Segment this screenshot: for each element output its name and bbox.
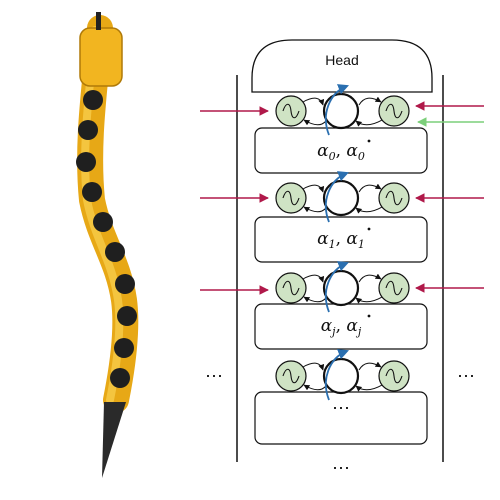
inter-segment-coupling-arrow: [325, 261, 350, 313]
coupling-arrow: [302, 274, 325, 283]
coupling-arrow: [302, 97, 325, 106]
sine-wave-icon: [282, 280, 300, 296]
inter-segment-coupling-arrow: [325, 349, 350, 401]
sine-wave-icon: [385, 190, 403, 206]
coupling-arrow: [302, 184, 325, 193]
coupling-arrow: [303, 384, 327, 391]
coupling-arrow: [303, 119, 327, 126]
module-label-j: αj, αj: [321, 316, 362, 338]
head-label: Head: [325, 52, 358, 68]
coupling-arrow: [303, 296, 327, 303]
sine-wave-icon: [385, 368, 403, 384]
joint-motor: [76, 152, 96, 172]
coupling-arrow: [358, 183, 382, 193]
coupling-arrow: [358, 96, 382, 106]
robot-tail-spike: [102, 402, 126, 478]
joint-motor: [114, 338, 134, 358]
coupling-arrow: [355, 206, 383, 214]
derivative-dot: [367, 227, 371, 231]
joint-motor: [78, 120, 98, 140]
head-shape: [251, 39, 433, 93]
coupling-arrow: [303, 206, 327, 213]
coupling-arrow: [355, 384, 383, 392]
joint-motor: [105, 242, 125, 262]
joint-circle: [322, 179, 360, 217]
right-ellipsis: ⋯: [457, 366, 475, 387]
snake-robot-illustration: [76, 12, 139, 478]
input-arrows: [200, 101, 484, 295]
joint-circle: [322, 269, 360, 307]
joint-motor: [117, 306, 137, 326]
module-label-0: α0, α0: [317, 141, 365, 163]
sine-wave-icon: [282, 190, 300, 206]
joint-motor: [82, 182, 102, 202]
coupling-arrow: [355, 119, 383, 127]
sine-wave-icon: [282, 368, 300, 384]
joint-circle: [322, 357, 360, 395]
derivative-dots: [367, 139, 371, 318]
sine-wave-icon: [385, 280, 403, 296]
coupling-arrow: [302, 362, 325, 371]
derivative-dot: [367, 314, 371, 318]
robot-head: [79, 27, 123, 87]
robot-head-cable: [96, 12, 101, 30]
robot-joint-motors: [76, 90, 137, 388]
bottom-ellipsis: ⋯: [332, 458, 350, 479]
derivative-dot: [367, 139, 371, 143]
coupling-arrow: [355, 296, 383, 304]
inter-segment-coupling-arrow: [325, 171, 350, 223]
joint-circle: [322, 92, 360, 130]
coupling-arrow: [358, 273, 382, 283]
module-n-ellipsis: ⋯: [332, 398, 350, 419]
oscillator-rows: [275, 84, 410, 401]
joint-motor: [93, 212, 113, 232]
coupling-arrow: [358, 361, 382, 371]
joint-motor: [83, 90, 103, 110]
joint-motor: [110, 368, 130, 388]
joint-motor: [115, 274, 135, 294]
sine-wave-icon: [385, 103, 403, 119]
module-label-1: α1, α1: [317, 229, 365, 251]
inter-segment-coupling-arrow: [325, 84, 350, 136]
sine-wave-icon: [282, 103, 300, 119]
left-ellipsis: ⋯: [205, 366, 223, 387]
